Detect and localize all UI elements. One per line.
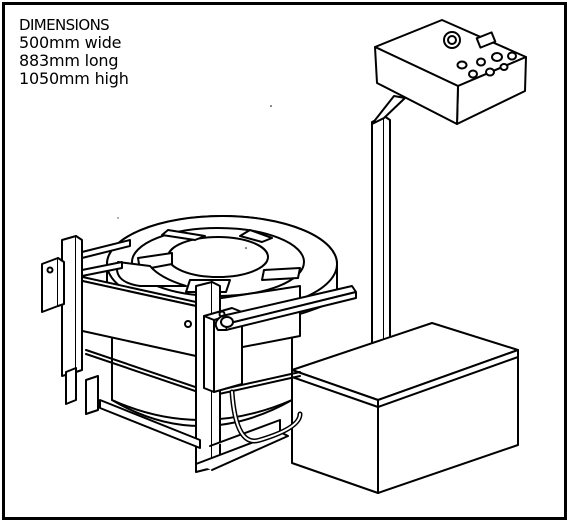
control-column — [371, 95, 406, 361]
control-knob-icon — [468, 69, 478, 79]
control-knob-icon — [476, 57, 486, 67]
left-upright-frame — [41, 235, 131, 415]
control-knob-icon — [507, 51, 517, 61]
control-knob-icon — [491, 52, 503, 62]
control-knob-icon — [456, 60, 468, 70]
front-upright-frame — [99, 281, 303, 473]
display-window-icon — [475, 31, 497, 49]
dimensions-block: DIMENSIONS 500mm wide 883mm long 1050mm … — [19, 16, 129, 88]
feed-arm — [214, 285, 357, 331]
base-cabinet — [291, 322, 519, 494]
dimension-length: 883mm long — [19, 51, 119, 70]
dimension-width: 500mm wide — [19, 33, 122, 52]
dimension-height: 1050mm high — [19, 69, 129, 88]
control-knob-icon — [485, 67, 495, 77]
control-knob-icon — [499, 63, 509, 71]
control-box — [374, 19, 527, 125]
detail-marks — [117, 105, 272, 249]
dimensions-title: DIMENSIONS — [19, 16, 110, 34]
